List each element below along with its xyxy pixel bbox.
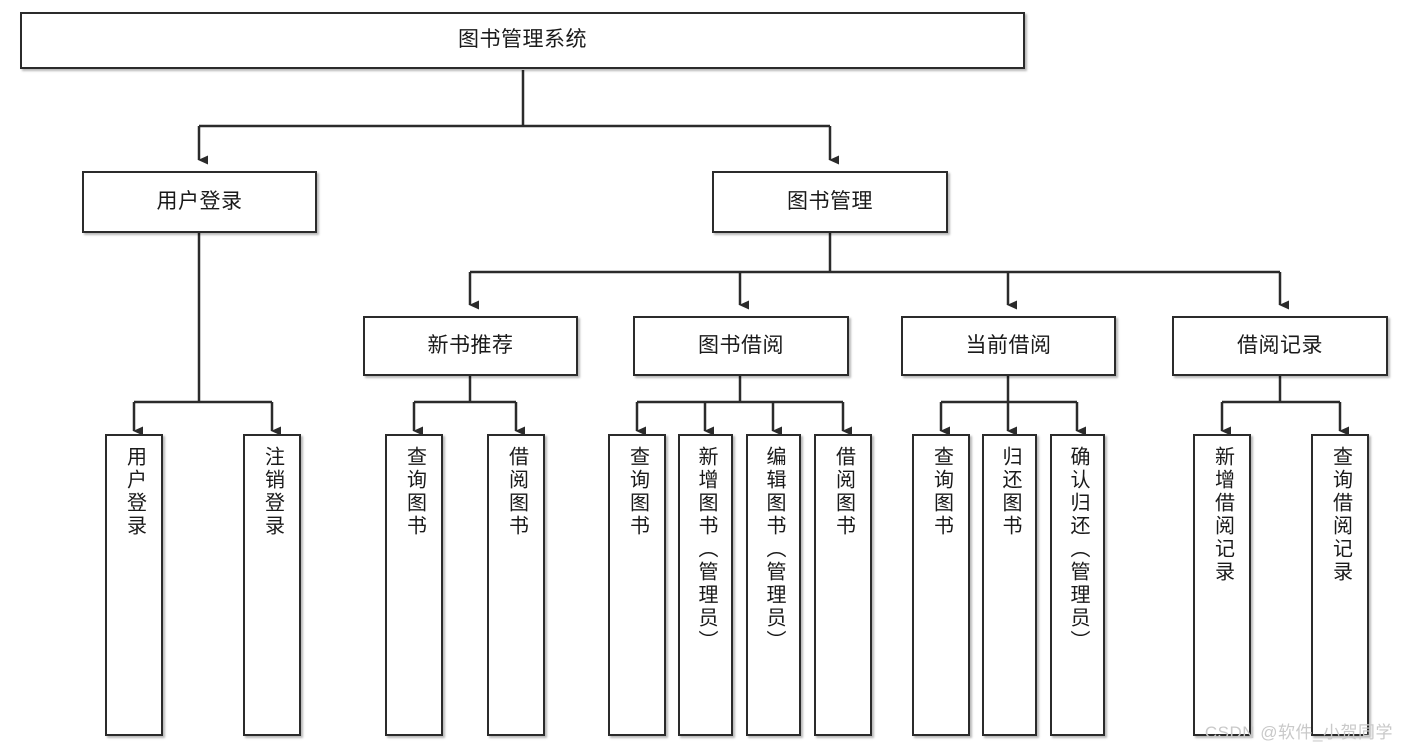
node-label: 编辑图书（管理员） [763,446,785,653]
node-label: 图书管理系统 [458,28,587,52]
node-label: 新增借阅记录 [1211,446,1234,584]
leaf-recommend-query-book[interactable]: 查询图书 [385,434,443,736]
node-root-system[interactable]: 图书管理系统 [20,12,1025,69]
node-book-management[interactable]: 图书管理 [712,171,948,233]
node-label: 图书管理 [787,189,873,213]
leaf-borrow-borrow-book[interactable]: 借阅图书 [814,434,872,736]
node-label: 借阅图书 [832,446,855,538]
leaf-borrow-edit-book-admin[interactable]: 编辑图书（管理员） [746,434,801,736]
watermark-text: CSDN @软件_小贺同学 [1204,723,1393,742]
node-label: 确认归还（管理员） [1067,446,1089,653]
leaf-current-query-book[interactable]: 查询图书 [912,434,970,736]
node-label: 查询借阅记录 [1329,446,1352,584]
node-label: 新增图书（管理员） [695,446,717,653]
leaf-current-confirm-return-admin[interactable]: 确认归还（管理员） [1050,434,1105,736]
node-borrow-record[interactable]: 借阅记录 [1172,316,1388,376]
node-label: 用户登录 [156,189,243,213]
node-label: 归还图书 [999,446,1021,538]
leaf-record-query-record[interactable]: 查询借阅记录 [1311,434,1369,736]
leaf-user-login-logout[interactable]: 注销登录 [243,434,301,736]
node-label: 用户登录 [123,446,146,538]
node-label: 当前借阅 [965,333,1052,357]
leaf-current-return-book[interactable]: 归还图书 [982,434,1037,736]
node-label: 查询图书 [930,446,953,538]
leaf-recommend-borrow-book[interactable]: 借阅图书 [487,434,545,736]
node-label: 查询图书 [626,446,649,538]
node-label: 注销登录 [261,446,284,538]
node-label: 借阅图书 [505,446,528,538]
node-label: 图书借阅 [698,333,784,357]
node-label: 新书推荐 [427,333,514,357]
node-new-book-recommend[interactable]: 新书推荐 [363,316,578,376]
node-label: 借阅记录 [1237,333,1323,357]
leaf-record-add-record[interactable]: 新增借阅记录 [1193,434,1251,736]
leaf-borrow-query-book[interactable]: 查询图书 [608,434,666,736]
node-current-borrow[interactable]: 当前借阅 [901,316,1116,376]
node-user-login[interactable]: 用户登录 [82,171,317,233]
leaf-user-login-login[interactable]: 用户登录 [105,434,163,736]
leaf-borrow-add-book-admin[interactable]: 新增图书（管理员） [678,434,733,736]
node-book-borrow[interactable]: 图书借阅 [633,316,849,376]
node-label: 查询图书 [403,446,426,538]
